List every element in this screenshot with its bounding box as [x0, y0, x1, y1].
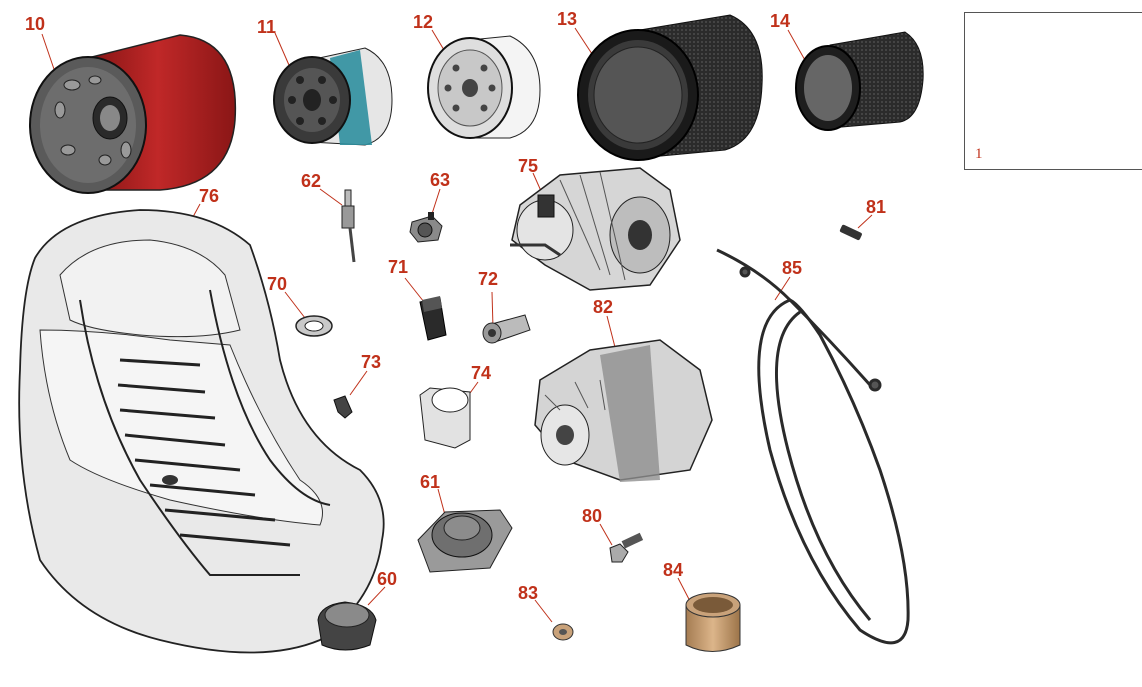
- callout-80: 80: [582, 506, 603, 526]
- part-61-engine-mount: [417, 509, 513, 573]
- part-83-nut: [552, 623, 574, 641]
- callout-62: 62: [301, 171, 322, 191]
- part-70-washer: [295, 315, 333, 337]
- part-14-inner-air-filter: [795, 31, 924, 131]
- callout-83: 83: [518, 583, 539, 603]
- callout-74: 74: [471, 363, 492, 383]
- callout-71: 71: [388, 257, 409, 277]
- inset-seal-kit-box: [964, 12, 1142, 170]
- callout-84: 84: [663, 560, 684, 580]
- part-76-seat: [18, 209, 385, 654]
- callout-85: 85: [782, 258, 803, 278]
- callout-73: 73: [361, 352, 382, 372]
- callout-70: 70: [267, 274, 288, 294]
- part-73-clip: [333, 395, 353, 419]
- callout-63: 63: [430, 170, 451, 190]
- part-74-bracket: [419, 387, 471, 449]
- part-84-bushing: [685, 592, 741, 652]
- part-71-switch: [419, 296, 447, 341]
- part-60-mount: [317, 601, 377, 651]
- callout-11: 11: [257, 17, 277, 37]
- part-72-ball-joint: [482, 314, 531, 344]
- part-13-air-filter: [577, 14, 763, 161]
- callout-75: 75: [518, 156, 539, 176]
- callout-82: 82: [593, 297, 614, 317]
- inset-label: 1: [975, 146, 983, 162]
- callout-72: 72: [478, 269, 499, 289]
- callout-61: 61: [420, 472, 441, 492]
- part-85-throttle-cable: [716, 248, 910, 645]
- part-63-pressure-sensor: [409, 212, 443, 243]
- part-82-alternator: [534, 339, 713, 482]
- leader-lines: [41, 27, 873, 623]
- part-11-oil-filter-teal: [273, 47, 393, 146]
- callout-76: 76: [199, 186, 220, 206]
- part-81-bolt: [839, 224, 862, 241]
- callout-13: 13: [557, 9, 578, 29]
- part-10-oil-filter-red: [29, 34, 237, 194]
- callout-12: 12: [413, 12, 434, 32]
- part-62-glow-plug: [341, 189, 356, 263]
- part-12-fuel-filter: [427, 35, 541, 139]
- callout-14: 14: [770, 11, 791, 31]
- part-80-hex-bolt: [609, 532, 644, 563]
- callout-10: 10: [25, 14, 46, 34]
- callout-60: 60: [377, 569, 398, 589]
- part-75-starter-motor: [510, 167, 681, 291]
- callout-81: 81: [866, 197, 887, 217]
